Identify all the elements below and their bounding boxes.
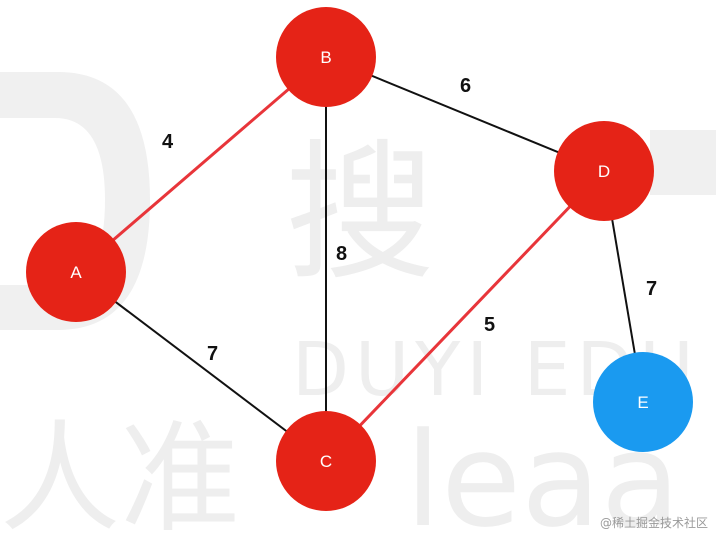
watermark-block xyxy=(650,130,716,195)
node-c-circle xyxy=(276,411,376,511)
edge-a-c xyxy=(75,271,327,462)
node-d-circle xyxy=(554,121,654,221)
node-b-label: B xyxy=(320,48,331,67)
weight-a-b: 4 xyxy=(162,131,174,153)
node-a-label: A xyxy=(70,263,82,282)
weight-d-e: 7 xyxy=(646,278,657,300)
node-e-circle xyxy=(593,352,693,452)
node-c-label: C xyxy=(320,452,332,471)
credit-text: @稀土掘金技术社区 xyxy=(600,515,708,530)
node-d-label: D xyxy=(598,162,610,181)
weight-c-d: 5 xyxy=(484,314,495,336)
weight-a-c: 7 xyxy=(207,343,218,365)
node-e: E xyxy=(593,352,693,452)
edge-weights: 4 6 8 7 5 7 xyxy=(162,75,657,365)
node-a-circle xyxy=(26,222,126,322)
node-b-circle xyxy=(276,7,376,107)
weight-b-c: 8 xyxy=(336,243,347,265)
nodes: A B C D E xyxy=(26,7,693,511)
node-d: D xyxy=(554,121,654,221)
node-b: B xyxy=(276,7,376,107)
weight-b-d: 6 xyxy=(460,75,471,97)
watermark-cn: 人准 xyxy=(0,410,240,535)
edge-c-d xyxy=(324,169,606,463)
edge-b-d xyxy=(325,56,605,172)
edge-a-b xyxy=(75,55,327,274)
node-a: A xyxy=(26,222,126,322)
node-c: C xyxy=(276,411,376,511)
watermark-glyph: 搜 xyxy=(285,127,435,301)
node-e-label: E xyxy=(637,393,648,412)
watermark: 搜 DUYI EDU 人准 leaa xyxy=(0,72,716,535)
